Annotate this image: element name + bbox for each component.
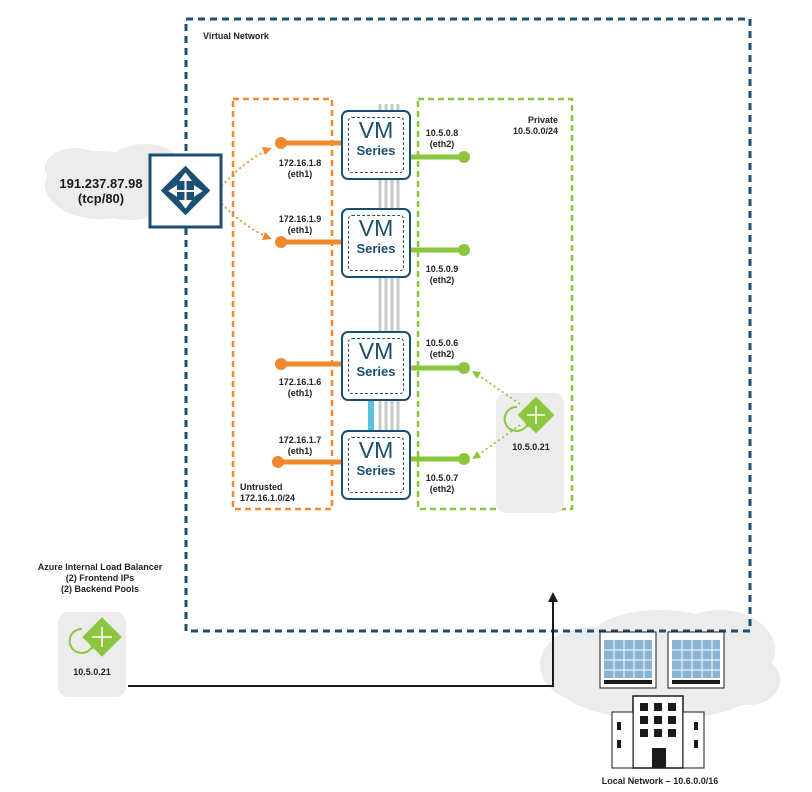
vm-title: VM xyxy=(358,117,394,143)
azure-ilb-ip: 10.5.0.21 xyxy=(73,667,111,677)
eth2-ip: 10.5.0.6 xyxy=(425,338,459,348)
vm-series-firewall-2[interactable]: VM Series xyxy=(341,208,411,278)
internal-lb-flows xyxy=(477,374,521,456)
eth2-iface: (eth2) xyxy=(429,484,455,494)
site-connection-arrowhead xyxy=(548,592,558,602)
public-ip-label: 191.237.87.98 (tcp/80) xyxy=(40,176,162,206)
vm-series-firewall-1[interactable]: VM Series xyxy=(341,110,411,180)
eth2-links xyxy=(410,151,470,465)
server-rack-icon xyxy=(667,631,725,689)
eth1-links xyxy=(272,137,341,468)
untrusted-subnet: 172.16.1.0/24 xyxy=(240,493,296,503)
office-building-icon xyxy=(611,695,705,769)
vm-frame xyxy=(348,117,404,173)
untrusted-subnet-label: Untrusted 172.16.1.0/24 xyxy=(240,482,295,504)
public-lb-arrowheads xyxy=(262,147,272,240)
azure-ilb-description: Azure Internal Load Balancer (2) Fronten… xyxy=(10,562,190,595)
server-rack-icon xyxy=(599,631,657,689)
azure-ilb-panel xyxy=(58,612,126,697)
private-subnet-boundary xyxy=(416,97,574,511)
vm-subtitle: Series xyxy=(356,241,396,256)
public-lb-flows xyxy=(217,149,269,238)
eth1-iface: (eth1) xyxy=(287,388,313,398)
site-connection xyxy=(128,598,554,687)
eth1-ip: 172.16.1.6 xyxy=(278,377,322,387)
virtual-network-label: Virtual Network xyxy=(203,31,269,41)
eth2-ip: 10.5.0.7 xyxy=(425,473,459,483)
vm-subtitle: Series xyxy=(356,143,396,158)
load-balancer-icon xyxy=(503,396,555,434)
vm-title: VM xyxy=(358,437,394,463)
internal-lb-ip: 10.5.0.21 xyxy=(512,442,550,452)
vm-title: VM xyxy=(358,338,394,364)
public-ip-port: (tcp/80) xyxy=(77,191,125,206)
eth2-iface: (eth2) xyxy=(429,139,455,149)
eth2-iface: (eth2) xyxy=(429,275,455,285)
eth1-label-2: 172.16.1.9 (eth1) xyxy=(270,214,330,236)
vm-subtitle: Series xyxy=(356,364,396,379)
azure-ilb-frontend: (2) Frontend IPs xyxy=(65,573,135,583)
vm-series-firewall-3[interactable]: VM Series xyxy=(341,331,411,401)
vm-subtitle: Series xyxy=(356,463,396,478)
vm-frame xyxy=(348,215,404,271)
vm-series-firewall-4[interactable]: VM Series xyxy=(341,430,411,500)
eth2-ip: 10.5.0.8 xyxy=(425,128,459,138)
eth2-label-1: 10.5.0.8 (eth2) xyxy=(416,128,468,150)
azure-ilb-backend: (2) Backend Pools xyxy=(60,584,140,594)
eth1-iface: (eth1) xyxy=(287,169,313,179)
eth1-label-4: 172.16.1.7 (eth1) xyxy=(270,435,330,457)
eth1-label-1: 172.16.1.8 (eth1) xyxy=(270,158,330,180)
virtual-network-boundary xyxy=(184,17,752,633)
eth2-label-4: 10.5.0.7 (eth2) xyxy=(416,473,468,495)
private-subnet-label: Private 10.5.0.0/24 xyxy=(488,115,558,137)
private-subnet: 10.5.0.0/24 xyxy=(512,126,558,136)
eth1-ip: 172.16.1.9 xyxy=(278,214,322,224)
load-balancer-icon xyxy=(148,153,223,229)
untrusted-title: Untrusted xyxy=(240,482,283,492)
eth1-label-3: 172.16.1.6 (eth1) xyxy=(270,377,330,399)
load-balancer-icon xyxy=(68,617,122,657)
eth2-label-3: 10.5.0.6 (eth2) xyxy=(416,338,468,360)
eth2-iface: (eth2) xyxy=(429,349,455,359)
vm-frame xyxy=(348,437,404,493)
eth1-iface: (eth1) xyxy=(287,446,313,456)
azure-ilb-title: Azure Internal Load Balancer xyxy=(37,562,163,572)
vm-frame xyxy=(348,338,404,394)
untrusted-subnet-boundary xyxy=(231,97,334,511)
vm-title: VM xyxy=(358,215,394,241)
local-network-label: Local Network – 10.6.0.0/16 xyxy=(601,776,719,786)
eth1-ip: 172.16.1.8 xyxy=(278,158,322,168)
internal-lb-panel xyxy=(496,393,564,513)
private-title: Private xyxy=(527,115,558,125)
eth2-ip: 10.5.0.9 xyxy=(425,264,459,274)
internal-lb-arrowheads xyxy=(472,371,481,459)
eth2-label-2: 10.5.0.9 (eth2) xyxy=(416,264,468,286)
public-ip-address: 191.237.87.98 xyxy=(59,176,143,191)
eth1-iface: (eth1) xyxy=(287,225,313,235)
eth1-ip: 172.16.1.7 xyxy=(278,435,322,445)
